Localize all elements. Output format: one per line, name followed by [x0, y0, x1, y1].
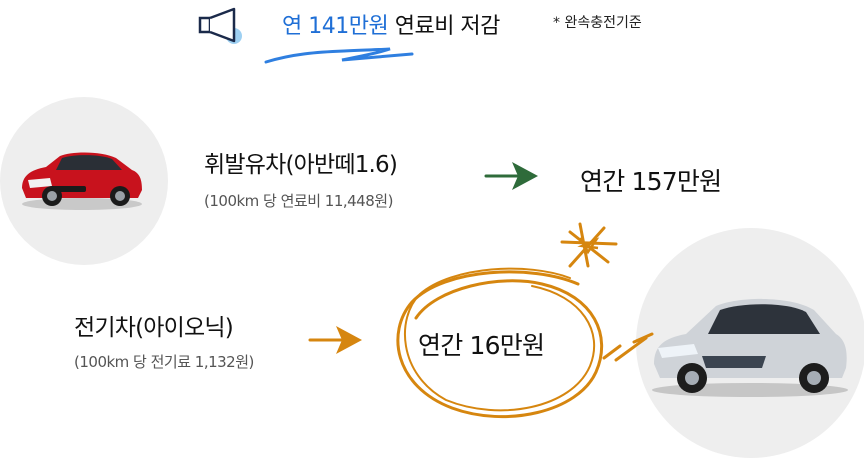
red-sedan-icon [16, 146, 146, 212]
orange-dash-scribble [598, 326, 654, 362]
gas-car-annual-cost: 연간 157만원 [580, 167, 722, 196]
green-arrow-icon [484, 158, 540, 194]
silver-hatchback-icon [646, 290, 854, 400]
megaphone-icon [196, 6, 246, 46]
gas-car-cost-detail: (100km 당 연료비 11,448원) [204, 192, 393, 210]
ev-car-name: 전기차(아이오닉) [74, 315, 234, 341]
orange-arrow-icon [308, 322, 364, 358]
savings-highlight: 연 141만원 [282, 14, 389, 39]
charging-note: * 완속충전기준 [553, 15, 642, 31]
ev-car-annual-cost: 연간 16만원 [418, 331, 545, 360]
title-text: 연료비 저감 [394, 14, 501, 39]
title-underline-scribble [262, 40, 422, 70]
page-title: 연 141만원 연료비 저감 [282, 8, 500, 40]
circle-scribble-highlight [382, 262, 616, 428]
gas-car-name: 휘발유차(아반떼1.6) [204, 152, 398, 178]
star-scribble-icon [558, 222, 620, 276]
ev-car-cost-detail: (100km 당 전기료 1,132원) [74, 353, 254, 371]
